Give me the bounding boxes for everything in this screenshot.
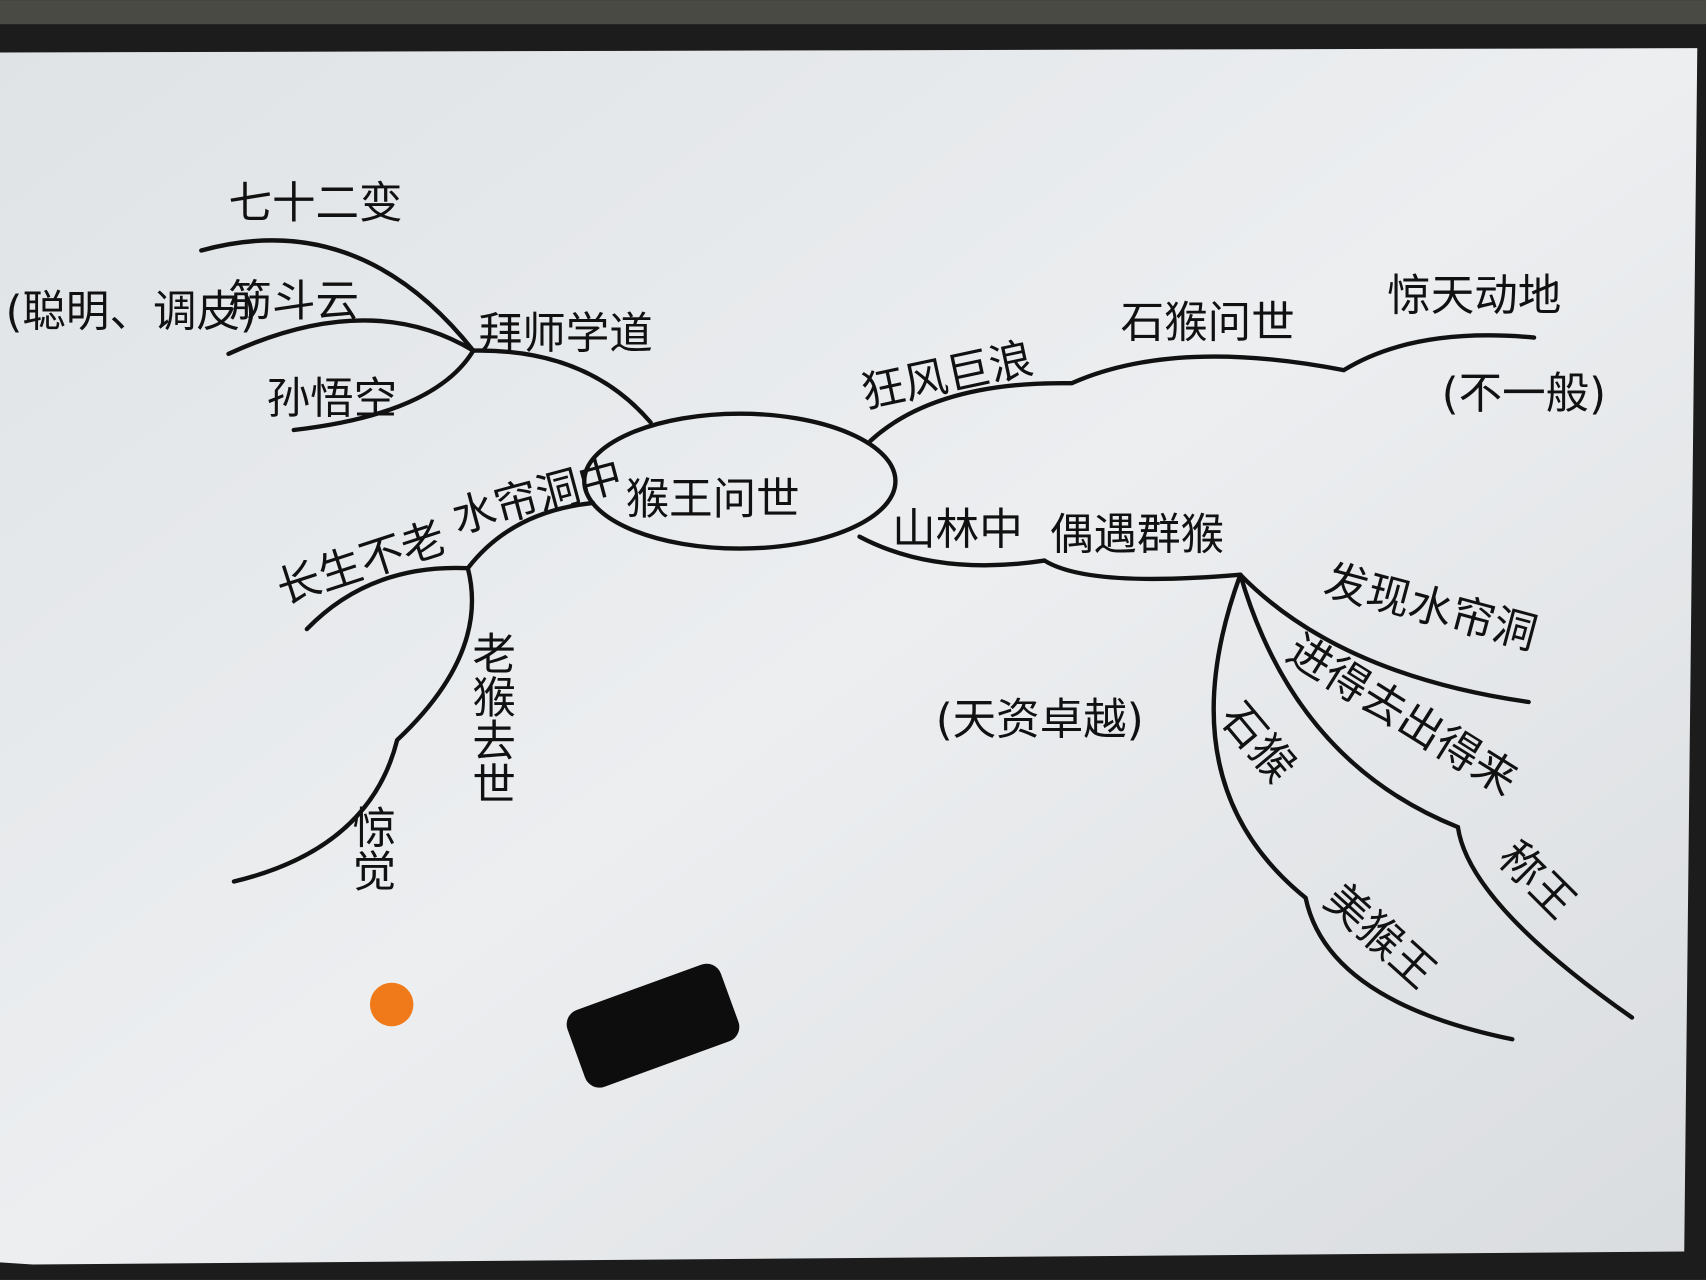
note-talented: (天资卓越) [936,696,1144,746]
node-old-monkey-died: 老猴去世 [465,631,515,805]
node-forest: 山林中 [892,505,1023,555]
node-meet-monkeys: 偶遇群猴 [1050,511,1224,561]
eraser[interactable] [562,959,743,1091]
node-sun-wukong: 孙悟空 [267,375,398,425]
center-node: 猴王问世 [626,475,800,525]
node-stone-monkey-born: 石猴问世 [1121,299,1295,349]
magnet[interactable] [369,982,414,1027]
node-realize: 惊觉 [345,805,395,892]
node-somersault-cloud: 筋斗云 [228,277,359,327]
board-surface [0,48,1698,1265]
node-earth-shaking: 惊天动地 [1387,271,1561,321]
note-extraordinary: (不一般) [1442,369,1607,419]
node-72-transformations: 七十二变 [228,179,402,229]
node-learn: 拜师学道 [479,309,653,359]
note-clever: (聪明、调皮) [5,288,257,338]
branch-lines [199,238,1635,1042]
